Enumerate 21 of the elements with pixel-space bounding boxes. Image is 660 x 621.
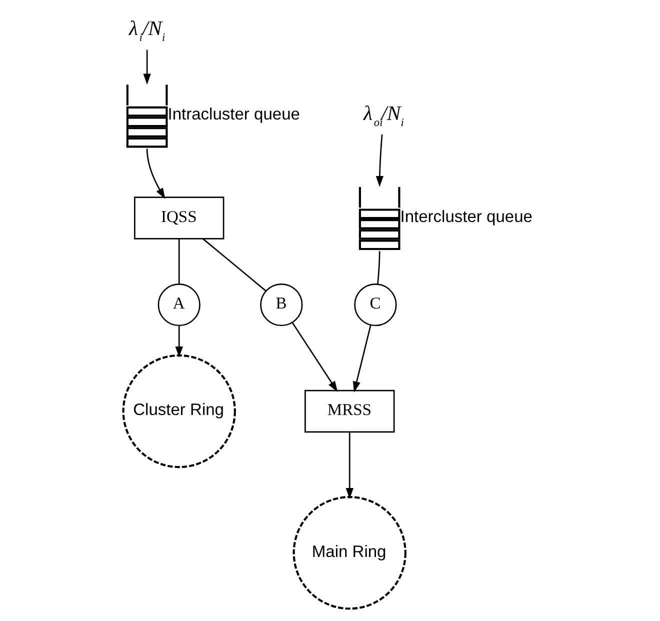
arrow (352, 324, 371, 392)
connector (202, 238, 266, 292)
node-label: Intercluster queue (400, 206, 532, 226)
arrow (142, 50, 150, 85)
node-circle: A (157, 283, 200, 326)
node-circle: Main Ring (292, 496, 406, 610)
arrow (146, 148, 165, 199)
arrow (291, 322, 338, 392)
node-circle: Cluster Ring (122, 354, 236, 468)
node-circle: B (260, 283, 302, 326)
node-text: λ$_{i}$/N$_{i}$ (128, 18, 165, 44)
arrow (174, 326, 182, 358)
node-label: Intracluster queue (167, 104, 300, 124)
arrow (375, 134, 384, 187)
connector (376, 251, 380, 284)
node-box: MRSS (304, 390, 394, 433)
connector (178, 238, 180, 284)
arrow (345, 432, 353, 500)
node-circle: C (354, 283, 396, 326)
node-box: IQSS (134, 196, 224, 240)
node-text: λ$_{oi}$/N$_{i}$ (363, 102, 404, 129)
